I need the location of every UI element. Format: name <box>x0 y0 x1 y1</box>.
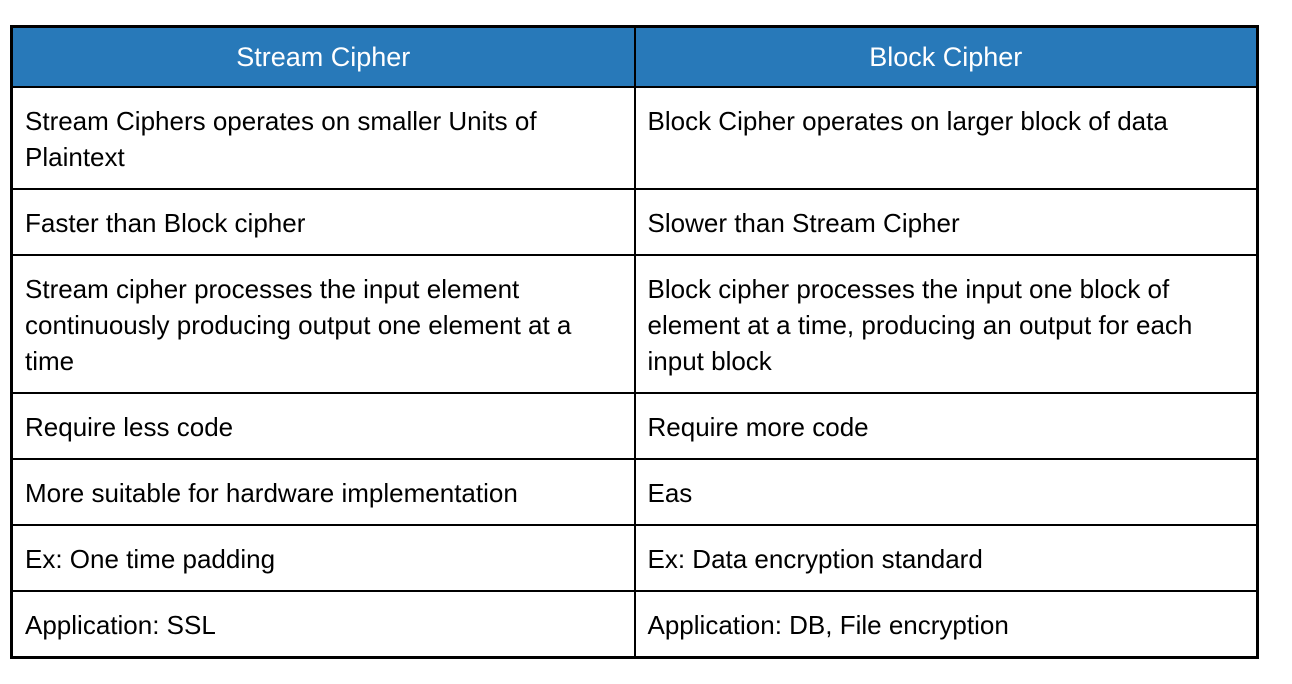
table-row: More suitable for hardware implementatio… <box>10 458 1259 526</box>
stream-cipher-cell: Ex: One time padding <box>10 524 636 592</box>
block-cipher-cell: Ex: Data encryption standard <box>633 524 1259 592</box>
stream-cipher-cell: Require less code <box>10 392 636 460</box>
block-cipher-cell: Require more code <box>633 392 1259 460</box>
comparison-table-container: Stream Cipher Block Cipher Stream Cipher… <box>10 25 1259 659</box>
block-cipher-cell: Application: DB, File encryption <box>633 590 1259 659</box>
table-row: Faster than Block cipher Slower than Str… <box>10 188 1259 256</box>
table-row: Require less code Require more code <box>10 392 1259 460</box>
header-row: Stream Cipher Block Cipher <box>10 25 1259 88</box>
stream-cipher-cell: Faster than Block cipher <box>10 188 636 256</box>
cipher-comparison-table: Stream Cipher Block Cipher Stream Cipher… <box>10 25 1259 659</box>
stream-cipher-cell: Stream Ciphers operates on smaller Units… <box>10 86 636 190</box>
stream-cipher-cell: Application: SSL <box>10 590 636 659</box>
block-cipher-cell: Block cipher processes the input one blo… <box>633 254 1259 394</box>
column-header-block-cipher: Block Cipher <box>633 25 1259 88</box>
table-row: Stream Ciphers operates on smaller Units… <box>10 86 1259 190</box>
block-cipher-cell: Eas <box>633 458 1259 526</box>
table-row: Ex: One time padding Ex: Data encryption… <box>10 524 1259 592</box>
table-body: Stream Ciphers operates on smaller Units… <box>10 86 1259 659</box>
block-cipher-cell: Block Cipher operates on larger block of… <box>633 86 1259 190</box>
table-header: Stream Cipher Block Cipher <box>10 25 1259 88</box>
stream-cipher-cell: More suitable for hardware implementatio… <box>10 458 636 526</box>
table-row: Application: SSL Application: DB, File e… <box>10 590 1259 659</box>
column-header-stream-cipher: Stream Cipher <box>10 25 636 88</box>
block-cipher-cell: Slower than Stream Cipher <box>633 188 1259 256</box>
stream-cipher-cell: Stream cipher processes the input elemen… <box>10 254 636 394</box>
table-row: Stream cipher processes the input elemen… <box>10 254 1259 394</box>
